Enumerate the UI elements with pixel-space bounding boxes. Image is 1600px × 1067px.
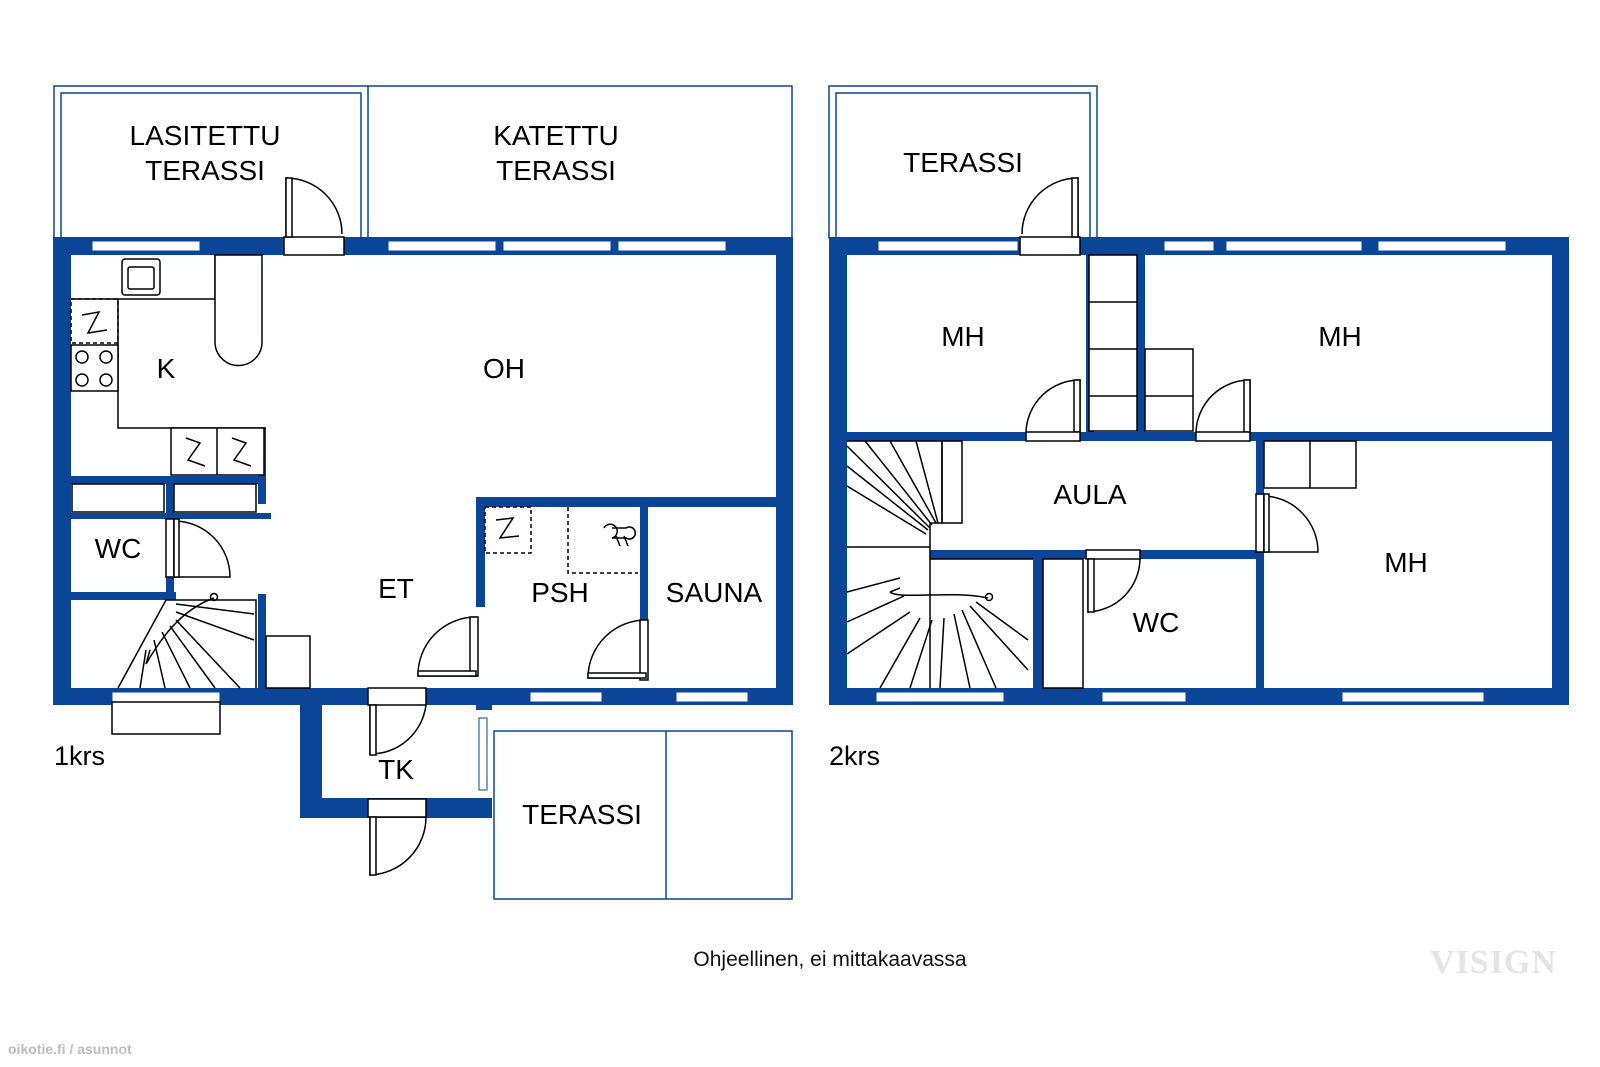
room-label-wc: WC: [95, 533, 142, 564]
floor2-walls: [829, 237, 1569, 705]
floor2-windows: [875, 240, 1507, 703]
room-label-lasitettu-terassi: TERASSI: [145, 155, 265, 186]
scale-note: Ohjeellinen, ei mittakaavassa: [693, 948, 967, 971]
watermark-logo: VISIGN: [1430, 944, 1557, 981]
room-label-k: K: [157, 353, 176, 384]
room-label-aula: AULA: [1053, 479, 1126, 510]
floor2-room-labels: TERASSI MH MH AULA WC MH: [903, 147, 1428, 638]
fridge-icon: [70, 298, 119, 344]
room-label-tk: TK: [378, 754, 414, 785]
floor-1-plan: LASITETTU TERASSI KATETTU TERASSI K OH W…: [53, 85, 793, 900]
floor-2-plan: TERASSI MH MH AULA WC MH 2krs: [828, 85, 1569, 771]
site-watermark: oikotie.fi / asunnot: [8, 1041, 132, 1057]
kitchen-island: [214, 254, 263, 367]
bathroom-fixtures: [484, 506, 638, 574]
washer-icon: [484, 506, 532, 554]
floor1-stairs: [71, 592, 258, 689]
room-label-lasitettu: LASITETTU: [130, 120, 281, 151]
floor-label-1krs: 1krs: [54, 741, 105, 771]
room-label-psh: PSH: [531, 577, 589, 608]
floor-label-2krs: 2krs: [829, 741, 880, 771]
floor2-stairs: [846, 440, 1033, 689]
room-label-katettu: KATETTU: [493, 120, 618, 151]
room-label-katettu-terassi: TERASSI: [496, 155, 616, 186]
room-label-terassi-2: TERASSI: [903, 147, 1023, 178]
kitchen-fixtures: [70, 254, 311, 689]
wardrobe: [173, 483, 257, 513]
wardrobe: [71, 483, 165, 513]
room-label-mh-bottom: MH: [1384, 547, 1428, 578]
floor1-doors: [111, 177, 649, 876]
room-label-mh-left: MH: [941, 321, 985, 352]
floor1-windows: [91, 240, 749, 791]
floor1-bottom-terrace: [493, 730, 793, 900]
shower-icon: [603, 523, 636, 540]
room-label-sauna: SAUNA: [666, 577, 763, 608]
room-label-oh: OH: [483, 353, 525, 384]
room-label-et: ET: [378, 573, 414, 604]
room-label-wc-2: WC: [1133, 607, 1180, 638]
cabinet: [265, 635, 311, 689]
room-label-terassi: TERASSI: [522, 799, 642, 830]
floor2-furniture: [941, 254, 1357, 689]
floor1-room-labels: LASITETTU TERASSI KATETTU TERASSI K OH W…: [95, 120, 763, 830]
room-label-mh-right: MH: [1318, 321, 1362, 352]
floor2-doors: [1019, 177, 1319, 613]
